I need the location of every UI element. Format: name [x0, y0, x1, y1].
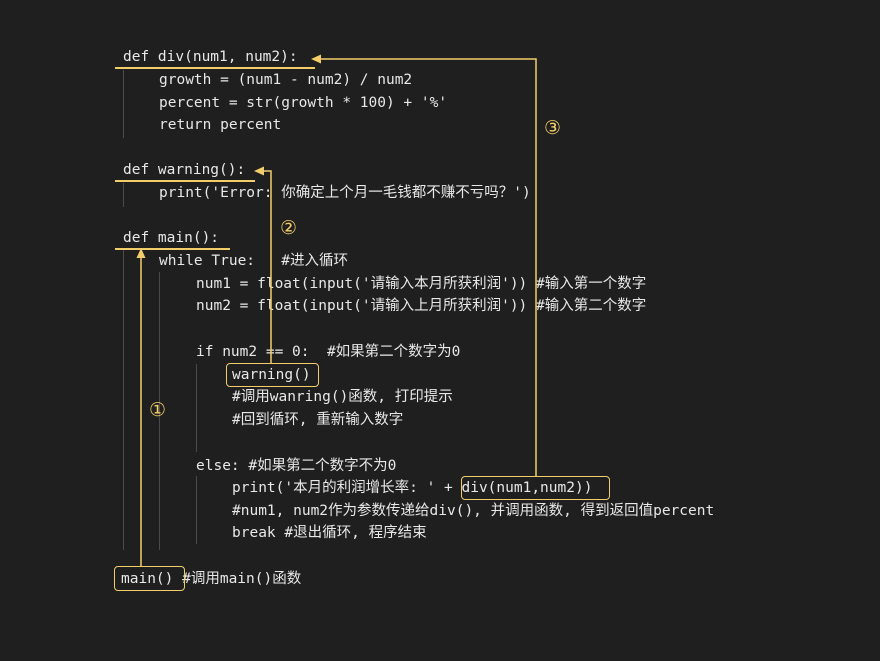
code-line-def-warning: def warning(): [123, 162, 246, 178]
indent-guide [196, 476, 197, 544]
def-warning-underline [115, 180, 255, 182]
code-line-print-rate: print('本月的利润增长率: ' + div(num1,num2)) [232, 480, 593, 496]
div-call-box [461, 476, 610, 500]
arrow-2-warning [262, 170, 272, 363]
code-line-else: else: #如果第二个数字不为0 [196, 458, 397, 474]
indent-guide [196, 364, 197, 452]
step-badge-1: ① [149, 399, 167, 421]
code-line-if: if num2 == 0: #如果第二个数字为0 [196, 344, 461, 360]
code-line-num2: num2 = float(input('请输入上月所获利润')) #输入第二个数… [196, 298, 647, 314]
warning-call-box [226, 363, 319, 387]
step-badge-3: ③ [544, 117, 562, 139]
code-line-main-call: main() #调用main()函数 [121, 571, 302, 587]
indent-guide [123, 250, 124, 550]
code-line-print-error: print('Error: 你确定上个月一毛钱都不赚不亏吗？') [159, 185, 531, 201]
code-line-percent: percent = str(growth * 100) + '%' [159, 95, 448, 111]
arrow-2-head [254, 166, 264, 176]
arrow-3-div [320, 58, 537, 476]
indent-guide [123, 70, 124, 138]
arrow-1-head [136, 248, 146, 258]
code-line-comment-call: #调用wanring()函数, 打印提示 [232, 389, 453, 405]
def-div-underline [115, 67, 315, 69]
code-line-break: break #退出循环, 程序结束 [232, 525, 427, 541]
code-line-while: while True: #进入循环 [159, 253, 348, 269]
code-line-def-div: def div(num1, num2): [123, 49, 298, 65]
def-main-underline [115, 248, 230, 250]
code-line-return: return percent [159, 117, 282, 133]
code-line-warning-call: warning() [232, 367, 311, 383]
code-line-comment-args: #num1, num2作为参数传递给div(), 并调用函数, 得到返回值per… [232, 503, 715, 519]
main-call-box [114, 566, 185, 591]
arrow-3-head [311, 54, 321, 64]
code-line-growth: growth = (num1 - num2) / num2 [159, 72, 413, 88]
code-line-num1: num1 = float(input('请输入本月所获利润')) #输入第一个数… [196, 276, 647, 292]
indent-guide [123, 183, 124, 207]
step-badge-2: ② [280, 217, 298, 239]
indent-guide [159, 272, 160, 550]
code-line-def-main: def main(): [123, 230, 220, 246]
code-line-comment-loop: #回到循环, 重新输入数字 [232, 412, 404, 428]
